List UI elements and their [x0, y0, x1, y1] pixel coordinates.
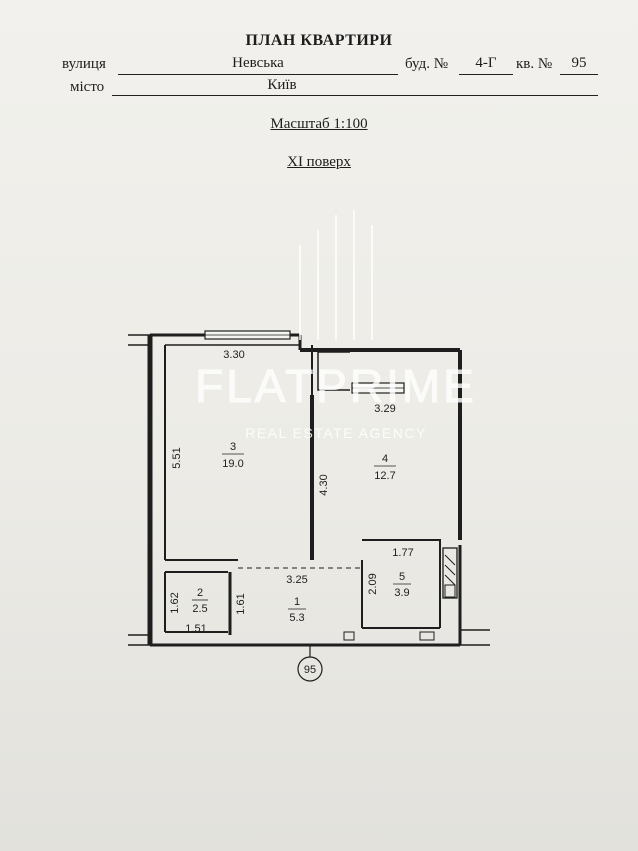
- building-value: 4-Г: [475, 55, 497, 71]
- svg-text:3.9: 3.9: [394, 587, 409, 599]
- watermark-tagline: REAL ESTATE AGENCY: [245, 425, 427, 441]
- apartment-label: кв. №: [516, 56, 553, 72]
- svg-text:2: 2: [197, 587, 203, 599]
- city-label: місто: [70, 79, 105, 95]
- dim-corridor-side: 1.61: [235, 593, 247, 614]
- dim-room5-height: 2.09: [367, 573, 379, 594]
- watermark-brand: FLATPRIME: [195, 360, 477, 412]
- street-value: Невська: [232, 55, 284, 71]
- svg-text:5.3: 5.3: [289, 612, 304, 624]
- svg-text:1: 1: [294, 596, 300, 608]
- building-underline: [459, 74, 513, 75]
- city-underline: [112, 95, 598, 96]
- dim-room4-top: 3.29: [374, 403, 395, 415]
- apartment-underline: [560, 74, 598, 75]
- svg-text:19.0: 19.0: [222, 458, 243, 470]
- svg-text:4: 4: [382, 453, 388, 465]
- street-label: вулиця: [62, 56, 106, 72]
- dim-top-room3: 3.30: [223, 349, 244, 361]
- dim-room2-width: 1.51: [185, 623, 206, 635]
- dim-room5-width: 1.77: [392, 547, 413, 559]
- scale-label: Масштаб 1:100: [270, 116, 368, 132]
- svg-text:2.5: 2.5: [192, 603, 207, 615]
- document-title: ПЛАН КВАРТИРИ: [245, 32, 393, 49]
- apartment-marker-circle: [297, 656, 323, 682]
- svg-text:12.7: 12.7: [374, 470, 395, 482]
- apartment-marker-number: 95: [304, 664, 316, 676]
- room-label-2: 2 2.5: [192, 587, 208, 615]
- room-label-5: 5 3.9: [393, 571, 411, 599]
- svg-text:3: 3: [230, 441, 236, 453]
- dim-room2-height: 1.62: [169, 592, 181, 613]
- dim-room3-height: 5.51: [171, 447, 183, 468]
- building-label: буд. №: [405, 56, 449, 72]
- street-underline: [118, 74, 398, 75]
- room-label-1: 1 5.3: [288, 596, 306, 624]
- dim-room4-left: 4.30: [318, 474, 330, 495]
- dim-corridor-width: 3.25: [286, 574, 307, 586]
- floor-label: XI поверх: [287, 154, 351, 170]
- city-value: Київ: [267, 77, 297, 93]
- watermark-logo: [299, 210, 373, 340]
- svg-text:5: 5: [399, 571, 405, 583]
- ventilation-shaft: [442, 547, 458, 599]
- room-label-3: 3 19.0: [222, 441, 244, 470]
- apartment-value: 95: [571, 55, 587, 71]
- room-label-4: 4 12.7: [374, 453, 396, 482]
